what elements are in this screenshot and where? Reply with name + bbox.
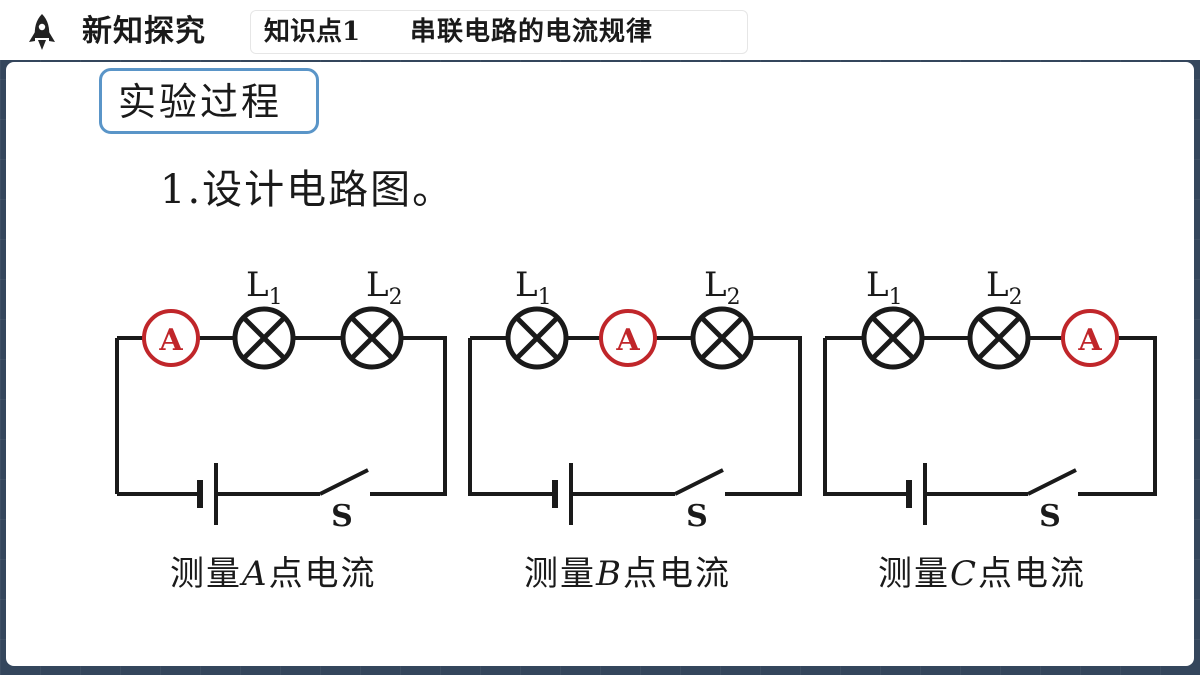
switch-label: S: [686, 499, 708, 534]
lamp-l2-label: L: [704, 265, 727, 305]
lamp-l2: [970, 309, 1028, 367]
circuit-b: A L1 L2 S: [468, 265, 802, 534]
lamp-l1: [508, 309, 566, 367]
caption-prefix: 测量: [878, 554, 950, 594]
switch-lever: [1027, 468, 1077, 496]
section-title: 新知探究: [82, 14, 206, 49]
lamp-l2: [343, 309, 401, 367]
svg-text:L2: L2: [986, 265, 1023, 310]
switch-lever: [319, 468, 369, 496]
lamp-l1: [864, 309, 922, 367]
lamp-l2-subscript: 2: [1009, 285, 1023, 310]
caption-c: 测量C点电流: [878, 552, 1086, 596]
caption-a: 测量A点电流: [170, 552, 377, 596]
topic-number: 知识点1: [264, 17, 361, 47]
svg-text:L2: L2: [704, 265, 741, 310]
lamp-l2-subscript: 2: [727, 285, 741, 310]
circuit-a: A L1 L2 S: [115, 265, 447, 534]
rocket-icon: [29, 14, 55, 50]
switch-label: S: [331, 499, 353, 534]
lamp-l2-label: L: [366, 265, 389, 305]
lamp-l1-subscript: 1: [889, 285, 903, 310]
ammeter-label: A: [1077, 323, 1102, 358]
lamp-l1: [235, 309, 293, 367]
circuit-c: A L1 L2 S: [823, 265, 1157, 534]
caption-point: A: [242, 554, 269, 594]
svg-text:L1: L1: [515, 265, 552, 310]
lamp-l1-label: L: [515, 265, 538, 305]
section-label: 实验过程: [118, 80, 283, 124]
caption-b: 测量B点电流: [524, 552, 731, 596]
switch-label: S: [1039, 499, 1061, 534]
caption-point: B: [596, 554, 623, 594]
lamp-l2: [693, 309, 751, 367]
step-text: 1.设计电路图。: [160, 167, 455, 213]
caption-suffix: 点电流: [268, 554, 377, 594]
ammeter-label: A: [158, 323, 183, 358]
caption-prefix: 测量: [524, 554, 596, 594]
lamp-l1-label: L: [866, 265, 889, 305]
caption-suffix: 点电流: [978, 554, 1087, 594]
lamp-l1-subscript: 1: [269, 285, 283, 310]
ammeter-label: A: [615, 323, 640, 358]
caption-point: C: [950, 554, 979, 594]
caption-prefix: 测量: [170, 554, 242, 594]
lamp-l1-label: L: [246, 265, 269, 305]
topic-pill: [250, 10, 748, 54]
lamp-l2-label: L: [986, 265, 1009, 305]
lamp-l1-subscript: 1: [538, 285, 552, 310]
svg-text:L1: L1: [246, 265, 283, 310]
svg-text:L1: L1: [866, 265, 903, 310]
svg-text:L2: L2: [366, 265, 403, 310]
switch-lever: [674, 468, 724, 496]
topic-title: 串联电路的电流规律: [410, 17, 654, 47]
lamp-l2-subscript: 2: [389, 285, 403, 310]
section-label-box: [99, 68, 319, 134]
caption-suffix: 点电流: [623, 554, 731, 594]
